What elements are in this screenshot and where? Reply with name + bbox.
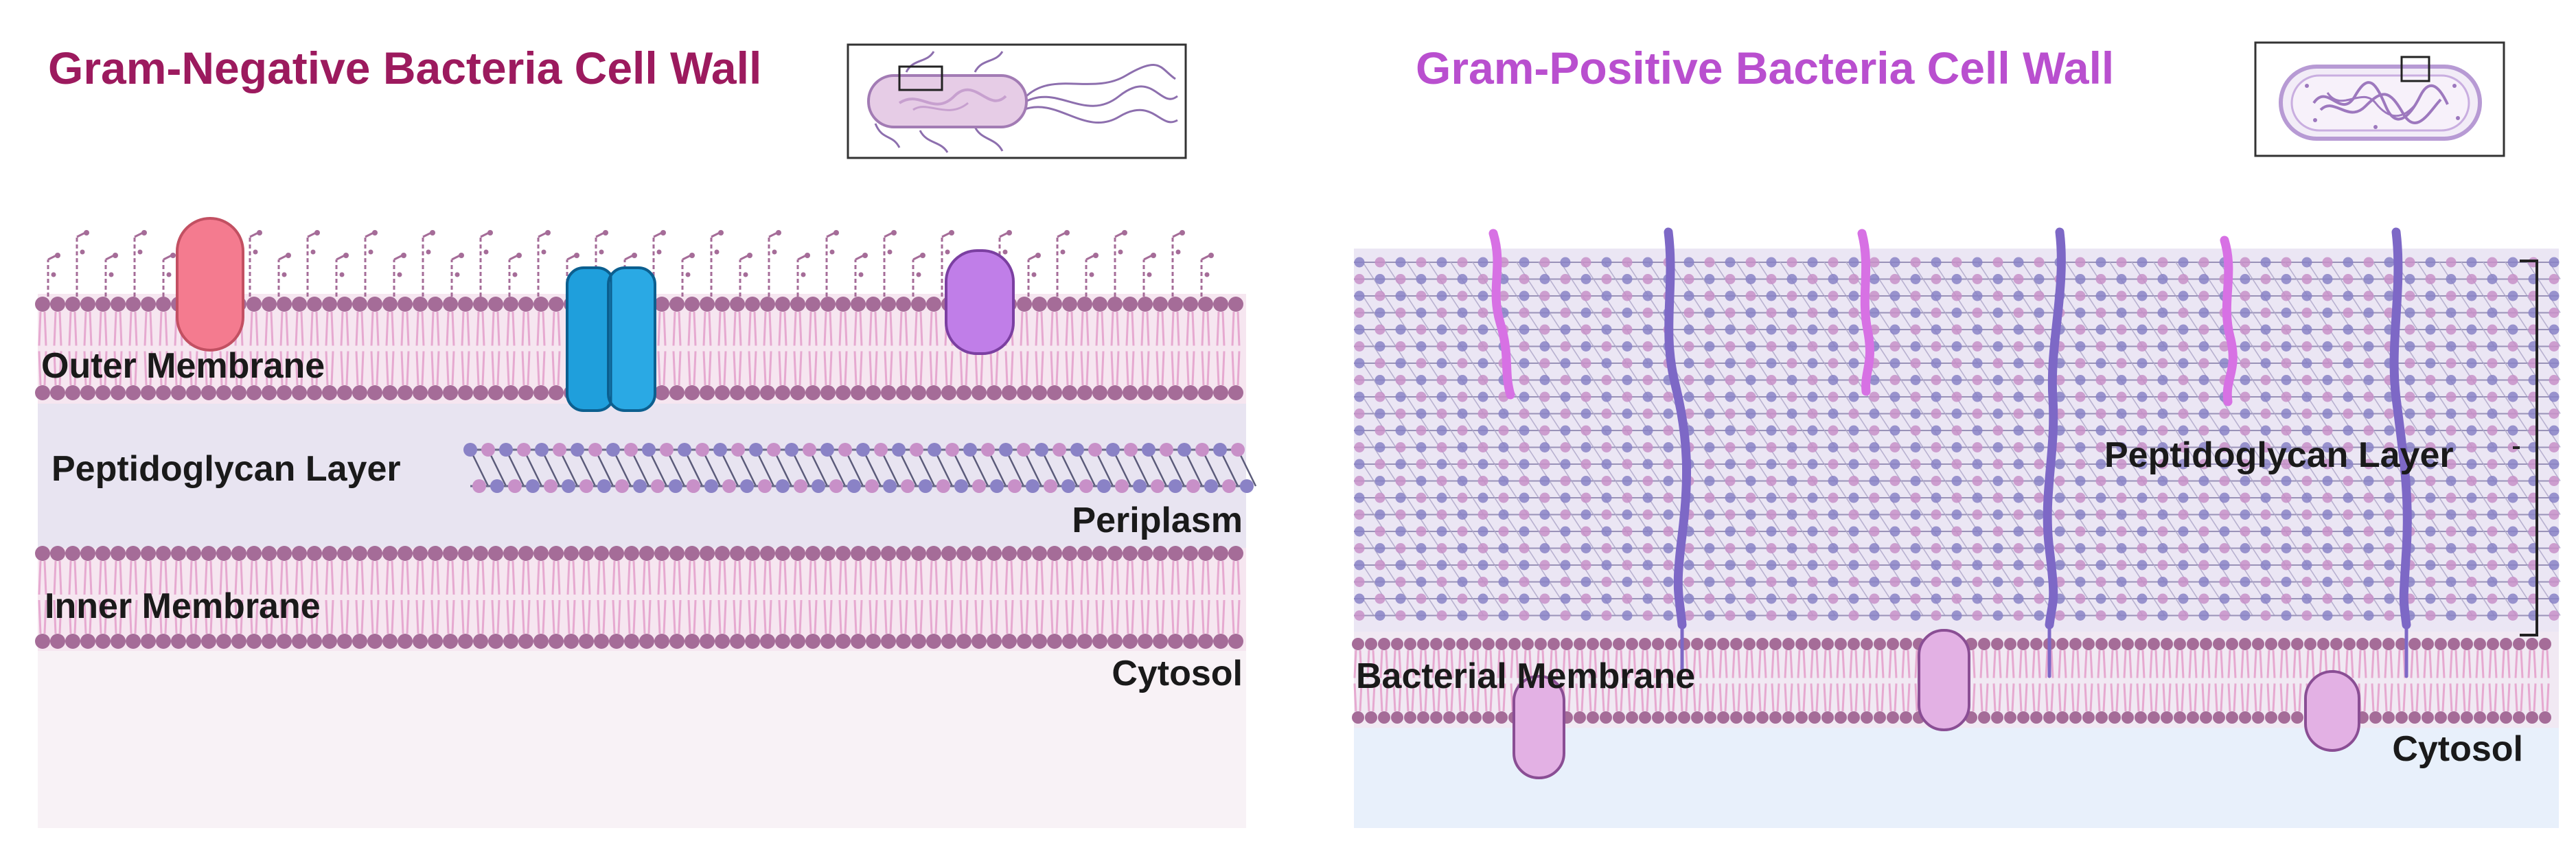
lipoteichoic-acid-long: [2389, 227, 2412, 630]
outer-membrane-label: Outer Membrane: [41, 346, 325, 386]
peptidoglycan-label-right: Peptidoglycan Layer: [2104, 435, 2454, 475]
teichoic-acid-short: [1488, 229, 1515, 400]
membrane-protein: [2304, 670, 2360, 752]
gram-negative-title: Gram-Negative Bacteria Cell Wall: [48, 43, 761, 93]
gram-positive-panel: Peptidoglycan Layer Bacterial Membrane C…: [1352, 41, 2561, 828]
gram-negative-thumbnail: [847, 43, 1187, 159]
teichoic-acids: [1488, 227, 2412, 678]
cytosol-label-right: Cytosol: [2392, 729, 2523, 769]
outer-membrane-protein-purple: [945, 249, 1015, 355]
teichoic-acid-short: [1857, 229, 1874, 396]
lipoteichoic-acid-long: [1664, 227, 1692, 630]
periplasm-region: [38, 404, 1246, 548]
peptidoglycan-bracket: [2513, 260, 2538, 636]
peptidoglycan-label-left: Peptidoglycan Layer: [51, 449, 401, 489]
gram-positive-title: Gram-Positive Bacteria Cell Wall: [1416, 43, 2114, 93]
inner-membrane-bilayer: [35, 546, 1243, 649]
inner-membrane-label: Inner Membrane: [45, 586, 321, 626]
outer-membrane-protein-red: [176, 217, 244, 352]
membrane-protein: [1918, 629, 1970, 731]
porin-channel: [566, 266, 656, 412]
periplasm-label: Periplasm: [1072, 501, 1243, 540]
cytosol-region: [38, 651, 1246, 828]
teichoic-acid-short: [2220, 236, 2238, 406]
gram-negative-panel: Outer Membrane Peptidoglycan Layer Perip…: [35, 43, 1257, 828]
inner-membrane-region: [38, 548, 1246, 651]
gram-positive-thumbnail: [2254, 41, 2505, 157]
peptidoglycan-layer-thin: [463, 443, 1257, 493]
bacterial-membrane-bilayer: [1352, 638, 2551, 724]
peptidoglycan-layer-thick: [1354, 257, 2561, 621]
lipoteichoic-acid-long: [2043, 227, 2066, 630]
cytosol-label-left: Cytosol: [1112, 654, 1243, 693]
bacterial-membrane-label: Bacterial Membrane: [1356, 656, 1695, 696]
membrane-protein: [1513, 675, 1565, 779]
